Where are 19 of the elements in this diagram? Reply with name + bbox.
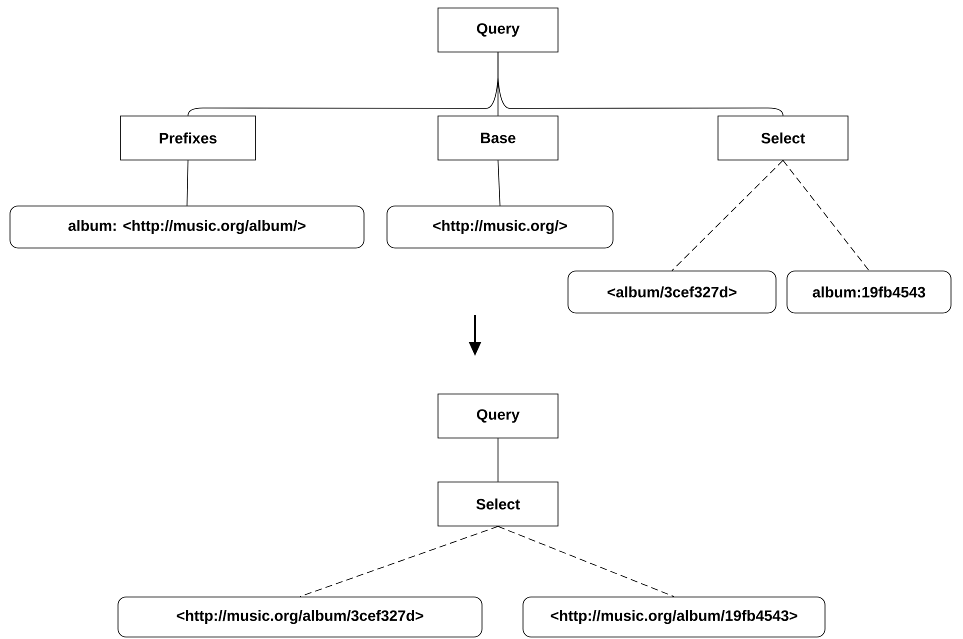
- tree-box: Prefixes: [120, 116, 256, 160]
- dashed-line: [498, 526, 674, 597]
- tree-box: Select: [718, 116, 848, 160]
- value-box: <http://music.org/>: [386, 206, 614, 248]
- tree-box: Select: [438, 482, 558, 526]
- connector-line: [186, 160, 188, 206]
- tree-box: Base: [438, 116, 558, 160]
- dashed-line: [782, 160, 870, 271]
- value-box: <http://music.org/album/19fb4543>: [522, 596, 826, 638]
- value-box: album: <http://music.org/album/>: [10, 206, 364, 248]
- tree-box: Query: [438, 394, 558, 438]
- dashed-line: [672, 160, 784, 271]
- tree-box: Query: [438, 8, 558, 52]
- connector-line: [498, 52, 784, 116]
- value-box: album:19fb4543: [786, 270, 952, 314]
- value-box: <album/3cef327d>: [568, 270, 776, 314]
- dashed-line: [300, 526, 498, 597]
- value-box: <http://music.org/album/3cef327d>: [118, 596, 482, 638]
- connector-line: [498, 160, 500, 206]
